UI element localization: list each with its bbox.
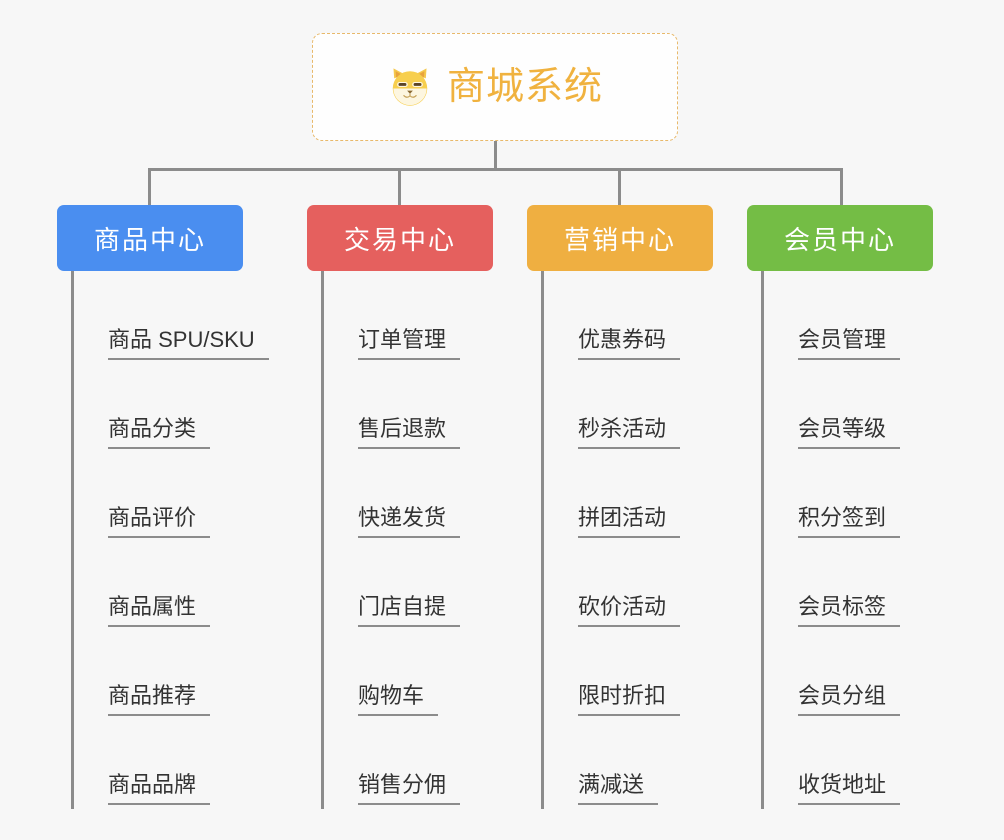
- leaf-label: 商品 SPU/SKU: [108, 327, 269, 360]
- list-item[interactable]: 商品推荐: [74, 631, 247, 720]
- leaf-label: 秒杀活动: [578, 416, 681, 449]
- leaf-list-1: 订单管理 售后退款 快递发货 门店自提 购物车 销售分佣: [321, 271, 497, 809]
- list-item[interactable]: 限时折扣: [544, 631, 717, 720]
- category-label-0: 商品中心: [93, 224, 206, 255]
- root-title: 商城系统: [446, 66, 603, 108]
- leaf-label: 售后退款: [358, 416, 461, 449]
- leaf-label: 门店自提: [358, 594, 461, 627]
- leaf-label: 快递发货: [358, 505, 461, 538]
- category-column-1: 交易中心 订单管理 售后退款 快递发货 门店自提 购物车 销售分佣: [307, 205, 497, 809]
- category-column-0: 商品中心 商品 SPU/SKU 商品分类 商品评价 商品属性 商品推荐 商品品牌: [57, 205, 269, 809]
- connector-drop-category-3: [840, 168, 843, 208]
- connector-drop-category-0: [148, 168, 151, 208]
- list-item[interactable]: 商品分类: [74, 364, 247, 453]
- category-header-2[interactable]: 营销中心: [527, 205, 713, 271]
- list-item[interactable]: 售后退款: [324, 364, 497, 453]
- list-item[interactable]: 商品属性: [74, 542, 247, 631]
- category-label-3: 会员中心: [783, 224, 896, 255]
- list-item[interactable]: 会员标签: [764, 542, 937, 631]
- list-item[interactable]: 优惠券码: [544, 275, 717, 364]
- list-item[interactable]: 砍价活动: [544, 542, 717, 631]
- leaf-label: 会员管理: [798, 327, 901, 360]
- leaf-label: 购物车: [358, 683, 439, 716]
- leaf-label: 商品品牌: [108, 772, 211, 805]
- list-item[interactable]: 快递发货: [324, 453, 497, 542]
- list-item[interactable]: 商品 SPU/SKU: [74, 275, 269, 364]
- leaf-label: 满减送: [578, 772, 659, 805]
- connector-drop-category-1: [398, 168, 401, 208]
- leaf-label: 会员等级: [798, 416, 901, 449]
- category-header-3[interactable]: 会员中心: [747, 205, 933, 271]
- leaf-label: 砍价活动: [578, 594, 681, 627]
- list-item[interactable]: 门店自提: [324, 542, 497, 631]
- leaf-label: 商品属性: [108, 594, 211, 627]
- list-item[interactable]: 会员分组: [764, 631, 937, 720]
- list-item[interactable]: 会员等级: [764, 364, 937, 453]
- list-item[interactable]: 订单管理: [324, 275, 497, 364]
- connector-drop-category-2: [618, 168, 621, 208]
- list-item[interactable]: 拼团活动: [544, 453, 717, 542]
- category-column-2: 营销中心 优惠券码 秒杀活动 拼团活动 砍价活动 限时折扣 满减送: [527, 205, 717, 809]
- list-item[interactable]: 会员管理: [764, 275, 937, 364]
- root-node[interactable]: 商城系统: [312, 33, 678, 141]
- category-column-3: 会员中心 会员管理 会员等级 积分签到 会员标签 会员分组 收货地址: [747, 205, 937, 809]
- list-item[interactable]: 商品品牌: [74, 720, 247, 809]
- leaf-label: 积分签到: [798, 505, 901, 538]
- list-item[interactable]: 秒杀活动: [544, 364, 717, 453]
- list-item[interactable]: 销售分佣: [324, 720, 497, 809]
- list-item[interactable]: 商品评价: [74, 453, 247, 542]
- connector-root-drop: [494, 141, 497, 171]
- leaf-label: 会员分组: [798, 683, 901, 716]
- leaf-label: 优惠券码: [578, 327, 681, 360]
- category-header-0[interactable]: 商品中心: [57, 205, 243, 271]
- list-item[interactable]: 满减送: [544, 720, 717, 809]
- category-label-1: 交易中心: [343, 224, 456, 255]
- list-item[interactable]: 积分签到: [764, 453, 937, 542]
- connector-horizontal-bus: [148, 168, 843, 171]
- leaf-label: 商品分类: [108, 416, 211, 449]
- leaf-label: 商品评价: [108, 505, 211, 538]
- leaf-list-0: 商品 SPU/SKU 商品分类 商品评价 商品属性 商品推荐 商品品牌: [71, 271, 269, 809]
- leaf-list-3: 会员管理 会员等级 积分签到 会员标签 会员分组 收货地址: [761, 271, 937, 809]
- list-item[interactable]: 购物车: [324, 631, 497, 720]
- leaf-label: 限时折扣: [578, 683, 681, 716]
- leaf-label: 会员标签: [798, 594, 901, 627]
- shiba-dog-icon: [392, 68, 428, 106]
- leaf-label: 商品推荐: [108, 683, 211, 716]
- leaf-label: 销售分佣: [358, 772, 461, 805]
- leaf-label: 收货地址: [798, 772, 901, 805]
- leaf-label: 订单管理: [358, 327, 461, 360]
- category-label-2: 营销中心: [563, 224, 676, 255]
- leaf-label: 拼团活动: [578, 505, 681, 538]
- category-header-1[interactable]: 交易中心: [307, 205, 493, 271]
- list-item[interactable]: 收货地址: [764, 720, 937, 809]
- leaf-list-2: 优惠券码 秒杀活动 拼团活动 砍价活动 限时折扣 满减送: [541, 271, 717, 809]
